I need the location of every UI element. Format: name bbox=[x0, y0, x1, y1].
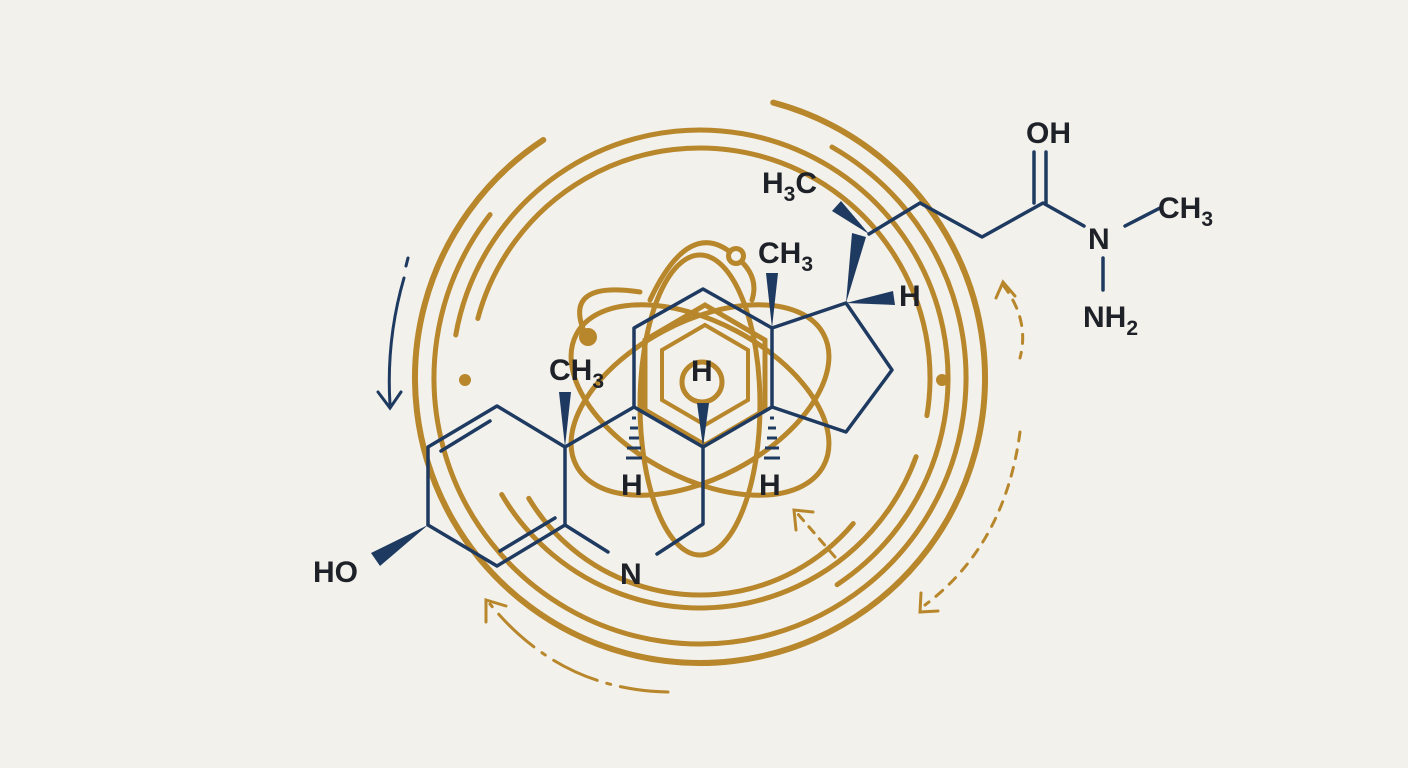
navy-arrowhead bbox=[376, 390, 403, 411]
label-ring-n: N bbox=[620, 558, 642, 591]
electron-dot-left bbox=[579, 328, 597, 346]
hash-bonds bbox=[626, 416, 780, 460]
flow-arc-right bbox=[1001, 283, 1025, 360]
flow-arrowhead-lower-right bbox=[918, 591, 940, 614]
label-n-hydrazide: N bbox=[1088, 223, 1110, 256]
ring-b-n-bond bbox=[563, 523, 610, 554]
nucleus-ring bbox=[679, 359, 725, 405]
label-h-c17: H bbox=[899, 280, 921, 313]
flow-arc-lower-right bbox=[923, 430, 1022, 607]
side-dot-left bbox=[459, 374, 471, 386]
electron-dot-top-inner bbox=[731, 251, 741, 261]
flow-arrowhead-bottom bbox=[484, 597, 508, 624]
flow-arrow-center bbox=[795, 511, 837, 559]
side-dot-right bbox=[936, 374, 948, 386]
wedge-c20-methyl bbox=[832, 201, 869, 234]
electron-arc-left bbox=[577, 287, 643, 339]
navy-arrow-shaft bbox=[387, 276, 406, 407]
ornament-dots bbox=[459, 246, 948, 386]
ring-d-bonds bbox=[770, 301, 894, 434]
atom-labels: HO CH3 CH3 H3C H H H H N OH N CH3 NH2 bbox=[313, 117, 1213, 591]
flow-arc-bottom bbox=[488, 602, 670, 694]
label-ch3-hydrazide: CH3 bbox=[1158, 192, 1213, 231]
ornament-ring-5 bbox=[467, 145, 933, 611]
label-h3c-side: H3C bbox=[762, 167, 817, 206]
label-h-c14: H bbox=[759, 469, 781, 502]
label-h-c9: H bbox=[621, 469, 643, 502]
label-h-c8: H bbox=[691, 355, 713, 388]
wedge-ho bbox=[371, 525, 428, 566]
navy-arrow-tick bbox=[404, 256, 410, 268]
label-ch3-c13: CH3 bbox=[758, 237, 813, 276]
ring-c-bonds bbox=[632, 287, 774, 449]
label-nh2: NH2 bbox=[1083, 301, 1138, 340]
electron-arc-top bbox=[647, 240, 757, 303]
wedge-bonds bbox=[371, 201, 895, 566]
orbit-ellipse-3 bbox=[637, 252, 763, 558]
n-methyl-bond bbox=[1123, 206, 1162, 228]
hash-bond-c9 bbox=[626, 416, 642, 460]
wedge-c13-methyl bbox=[766, 273, 778, 328]
orbit-ellipse-2 bbox=[568, 302, 832, 498]
wedge-c10-methyl bbox=[559, 392, 571, 447]
molecule-bonds bbox=[426, 150, 1162, 568]
ornament-layer bbox=[412, 90, 1025, 694]
ornament-ring-4 bbox=[467, 145, 933, 611]
wedge-c8-h bbox=[697, 403, 709, 447]
ornament-ring-outer bbox=[412, 90, 988, 666]
ornament-ring-2 bbox=[431, 109, 969, 647]
ornament-ring-inner-bottom bbox=[497, 192, 903, 598]
ring-a-double-bond-top bbox=[439, 419, 492, 453]
ornament-ring-3 bbox=[449, 127, 951, 629]
wedge-c17-side bbox=[846, 233, 866, 303]
wedge-c17-h bbox=[846, 291, 895, 305]
label-oh-carbonyl: OH bbox=[1026, 117, 1071, 150]
side-chain-bonds bbox=[867, 201, 1086, 239]
flow-arrowhead-center bbox=[792, 508, 815, 532]
hash-bond-c14 bbox=[764, 416, 780, 460]
ring-a-double-bond-bottom bbox=[498, 516, 557, 553]
flow-arrowhead-right bbox=[994, 279, 1017, 300]
label-ch3-c10: CH3 bbox=[549, 354, 604, 393]
label-ho: HO bbox=[313, 556, 358, 589]
navy-arrow bbox=[376, 256, 410, 411]
